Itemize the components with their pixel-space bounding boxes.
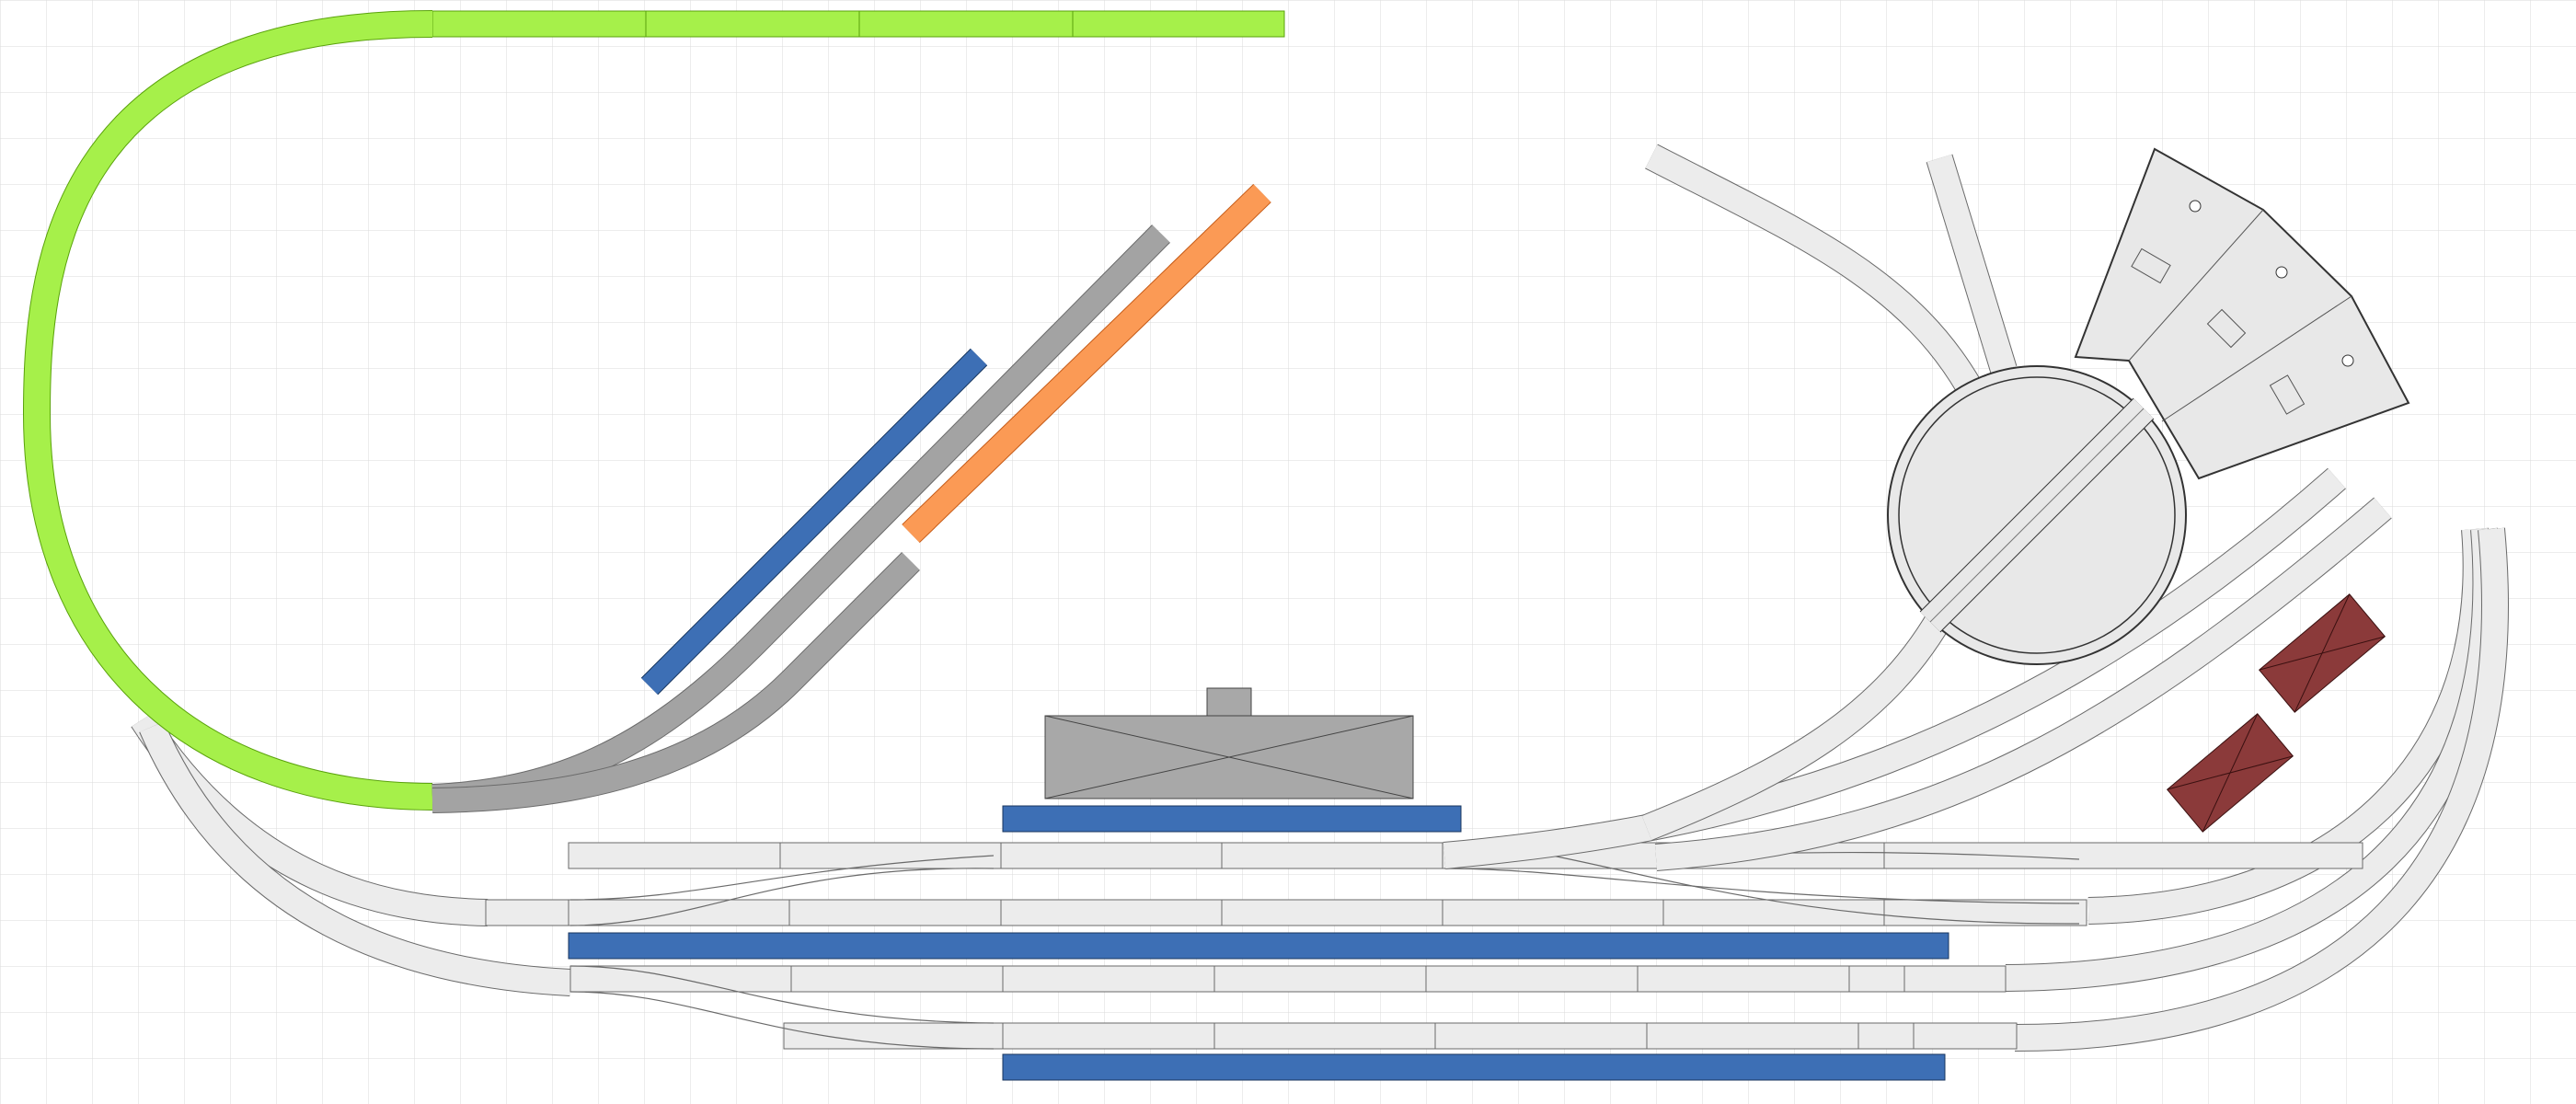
gray-siding-tracks[interactable] [431,224,1170,813]
outer-return-tracks[interactable] [131,527,2509,1052]
engine-shed[interactable] [2074,147,2410,480]
green-loop-track[interactable] [22,10,1285,811]
main-yard-tracks[interactable] [485,467,2392,1050]
platform-middle [568,932,1949,960]
platform-upper [1002,805,1462,833]
yard-track-3[interactable] [569,965,2007,993]
yard-track-2[interactable] [485,899,2087,926]
freight-shed-1[interactable] [2258,593,2386,713]
freight-sheds[interactable] [2166,593,2386,833]
platform-lower [1002,1053,1946,1081]
yard-track-4[interactable] [783,1022,2018,1050]
blue-platforms [568,348,1949,1081]
turntable[interactable] [1887,365,2187,665]
station-building[interactable] [1044,687,1414,799]
freight-shed-2[interactable] [2166,713,2294,833]
turntable-spurs[interactable] [1641,144,2018,841]
orange-siding-track[interactable] [902,183,1271,544]
